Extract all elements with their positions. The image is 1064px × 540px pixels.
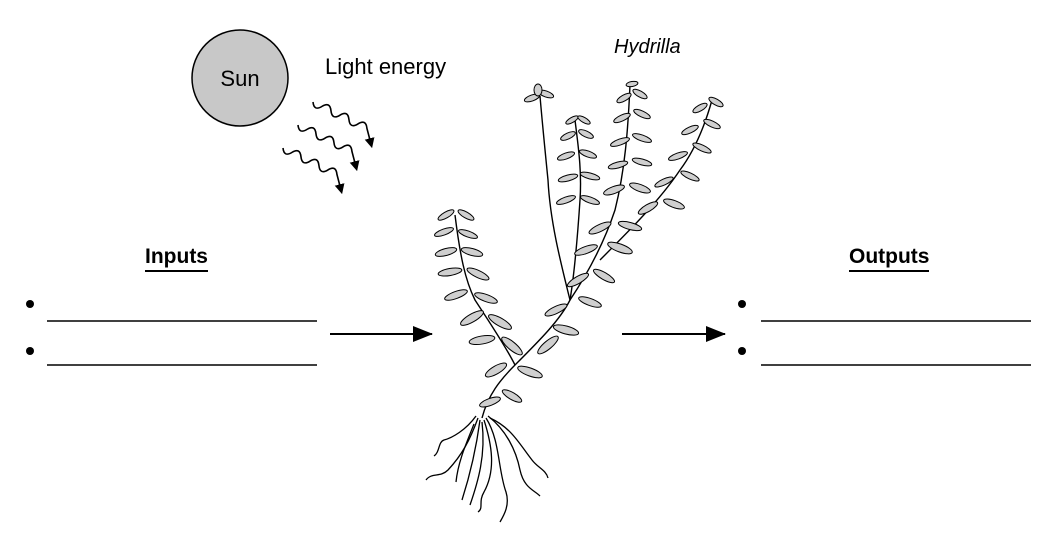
inputs-blanks [26, 300, 317, 366]
input-bullet-1 [26, 300, 34, 308]
light-rays [282, 101, 375, 195]
input-bullet-2 [26, 347, 34, 355]
sun-label: Sun [220, 66, 260, 91]
plant-stems [454, 84, 713, 419]
outputs-blanks [738, 300, 1031, 366]
outputs-heading: Outputs [849, 245, 930, 272]
light-ray-2 [297, 124, 360, 172]
hydrilla-plant [425, 80, 724, 523]
output-bullet-1 [738, 300, 746, 308]
light-energy-label: Light energy [325, 54, 447, 79]
sun-circle [191, 29, 289, 127]
inputs-heading: Inputs [145, 245, 208, 272]
plant-roots [425, 415, 549, 523]
plant-leaves [434, 80, 724, 408]
plant-name-label: Hydrilla [614, 36, 681, 58]
light-ray-1 [312, 101, 375, 149]
output-bullet-2 [738, 347, 746, 355]
light-ray-3 [282, 147, 345, 195]
